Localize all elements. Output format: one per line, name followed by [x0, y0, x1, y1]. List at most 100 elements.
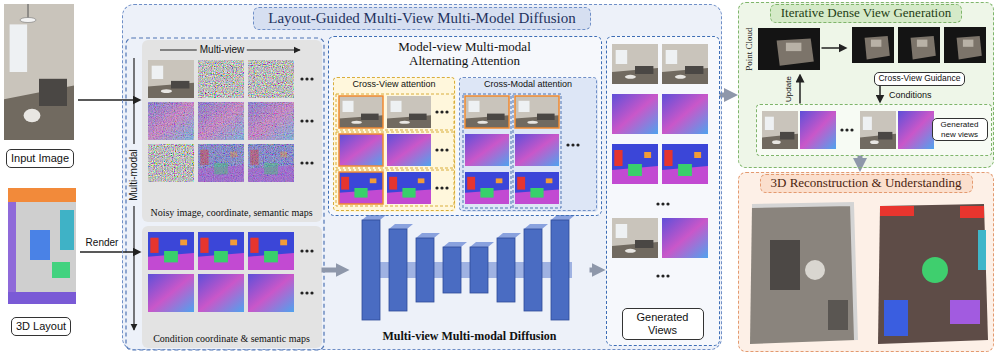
photo-table — [477, 121, 488, 124]
semantic-object — [530, 188, 543, 198]
noise-map — [148, 144, 194, 182]
attention-group — [336, 170, 454, 206]
photo-sofa — [780, 132, 794, 140]
coordinate-map — [198, 274, 244, 312]
ellipsis-dot — [435, 186, 438, 189]
semantic-object — [200, 150, 208, 165]
photo-sofa — [878, 132, 892, 140]
ellipsis-dot — [661, 274, 664, 277]
unet-block — [524, 229, 542, 311]
reconstruction-object — [828, 300, 848, 330]
photo-sofa — [635, 66, 653, 74]
panel-ground — [606, 36, 720, 346]
semantic-object — [230, 240, 237, 246]
reconstruction-floor — [750, 204, 856, 344]
semantic-wall — [248, 144, 294, 182]
axis-label: Multi-modal — [128, 144, 140, 206]
point-cloud-view — [758, 28, 820, 70]
noisy-grid: Noisy image, coordinate, semantic maps — [142, 40, 322, 222]
photo-wall — [662, 44, 708, 84]
unet-block-top — [362, 215, 386, 220]
photo-wall — [762, 111, 798, 149]
attention-group — [463, 94, 511, 208]
semantic-object — [150, 238, 158, 253]
photo-wall — [339, 96, 383, 128]
unet-block-top — [524, 224, 548, 229]
semantic-object — [354, 188, 367, 198]
photo-wall — [612, 44, 658, 84]
coordinate-map — [339, 134, 383, 166]
attention-group — [513, 94, 561, 208]
photo-sofa — [39, 79, 67, 106]
semantic-wall — [148, 232, 194, 270]
unet-block — [497, 238, 515, 302]
node-label: Cross-Modal attention — [484, 78, 572, 89]
highlight-frame — [515, 96, 559, 128]
semantic-wall — [248, 232, 294, 270]
unet-block: Multi-view Multi-modal Diffusion — [350, 218, 590, 346]
semantic-object — [950, 300, 980, 324]
cross-view-panel: Cross-View attention — [333, 77, 455, 211]
ellipsis-dot — [305, 161, 308, 164]
reconstruction-panel: 3D Reconstruction & Understanding — [738, 172, 994, 352]
condition-grid: Condition coordinate & semantic maps — [142, 226, 322, 348]
semantic-wall — [465, 172, 509, 204]
semantic-object — [264, 251, 278, 262]
semantic-object — [694, 152, 701, 158]
photo-wall — [612, 218, 658, 258]
semantic-object — [214, 163, 228, 174]
iterative-panel: Iterative Dense View GenerationPoint Clo… — [738, 2, 994, 168]
ellipsis-dot — [440, 110, 443, 113]
semantic-object — [884, 300, 908, 336]
ellipsis-dot — [310, 291, 313, 294]
connector-arrow — [78, 99, 134, 101]
panel-ground — [738, 2, 994, 168]
noise-map — [248, 102, 294, 140]
photo-table — [870, 140, 879, 144]
input-image: Input Image — [2, 2, 78, 170]
point-cloud-patch — [865, 36, 890, 59]
semantic-object — [341, 177, 349, 190]
photo-table — [351, 121, 362, 124]
edge-label: Render — [83, 237, 122, 249]
coordinate-map — [148, 102, 194, 140]
unet-block — [470, 247, 488, 293]
layout-ground — [8, 188, 76, 304]
noise-map — [148, 102, 194, 140]
ellipsis-dot — [435, 110, 438, 113]
ellipsis-dot — [300, 291, 303, 294]
semantic-object — [264, 163, 278, 174]
connector-arrow — [80, 251, 134, 253]
layout-wall — [8, 292, 76, 304]
coordinate-map — [515, 134, 559, 166]
semantic-wall — [662, 144, 708, 184]
semantic-object — [628, 164, 642, 176]
ellipsis-dot — [445, 148, 448, 151]
connector-arrow — [822, 47, 841, 49]
semantic-wall — [612, 144, 658, 184]
panel-ground — [122, 4, 722, 350]
edge-label: Conditions — [886, 89, 935, 101]
photo-table — [625, 75, 636, 79]
semantic-wall — [387, 172, 431, 204]
photo-window — [863, 117, 872, 130]
semantic-object — [280, 152, 287, 158]
unet-block — [389, 229, 407, 311]
semantic-object — [496, 178, 503, 183]
ellipsis-dot — [300, 161, 303, 164]
ellipsis-dot — [300, 119, 303, 122]
semantic-object — [664, 150, 672, 166]
node-label: Multi-view Multi-modal Diffusion — [383, 330, 557, 344]
node-label: Noisy image, coordinate, semantic maps — [146, 207, 316, 222]
ellipsis-dot — [440, 148, 443, 151]
ellipsis-dot — [566, 143, 569, 146]
photo-sofa — [361, 114, 379, 120]
cross-modal-panel: Cross-Modal attention — [459, 77, 597, 211]
photo-wall — [465, 96, 509, 128]
ellipsis-dot — [305, 119, 308, 122]
photo-window — [391, 101, 402, 112]
coordinate-map — [248, 274, 294, 312]
ellipsis-dot — [656, 274, 659, 277]
unet-block-top — [551, 215, 575, 220]
coordinate-map — [898, 111, 934, 149]
